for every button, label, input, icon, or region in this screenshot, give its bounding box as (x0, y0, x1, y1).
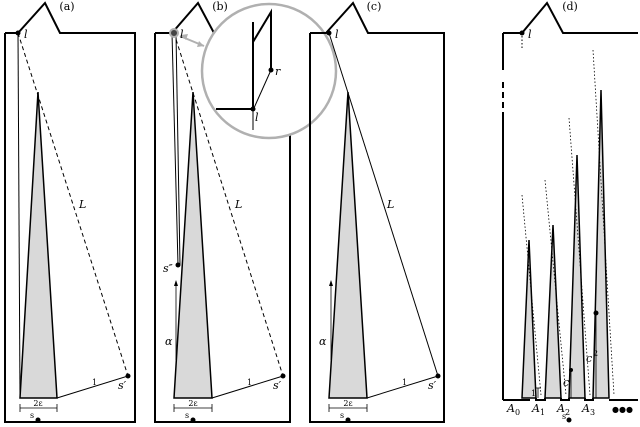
panel-d-A2-label: A (556, 402, 565, 415)
panel-d-A2-sub: 2 (565, 408, 570, 417)
panel-c-spike (328, 91, 368, 399)
panel-a-point-l (15, 30, 21, 36)
panel-a-point-s (35, 417, 41, 423)
panel-b-2eps: 2ε (188, 399, 197, 408)
panel-d-c2-label: c (586, 352, 592, 365)
panel-c-alpha-label: α (319, 335, 327, 348)
panel-c-L-label: L (386, 198, 394, 211)
panel-d-A3-label: A (581, 402, 590, 415)
panel-d-s-label: s (562, 412, 566, 421)
panel-c-L-line (328, 32, 439, 377)
panel-b-alpha-label: α (165, 335, 173, 348)
panel-b-sprime-label: s′ (273, 379, 282, 392)
panel-d-point-s (566, 417, 572, 423)
panel-b: (b) r l (154, 0, 338, 423)
panel-d: (d) l 1 c c (502, 0, 638, 423)
panel-c-one-label: 1 (402, 378, 407, 387)
panel-b-one-label: 1 (247, 378, 252, 387)
panel-d-c2-sup: 2 (593, 349, 598, 358)
panel-d-ellipsis: ●●● (612, 405, 633, 414)
panel-a-point-sprime (125, 373, 131, 379)
panel-b-title: (b) (212, 0, 228, 13)
panel-d-one-label: 1 (531, 389, 536, 398)
panel-d-point-l (519, 30, 525, 36)
panel-b-L-label: L (234, 198, 242, 211)
panel-b-sdprime-label: s″ (163, 262, 174, 275)
panel-d-l-label: l (528, 28, 532, 41)
panel-c: (c) 2ε s l L α 1 s′ (309, 0, 445, 423)
panel-b-point-s (190, 417, 196, 423)
panel-d-spike-A2 (568, 154, 586, 399)
panel-d-A0-label: A (506, 402, 515, 415)
panel-a-l-label: l (24, 28, 28, 41)
panel-c-point-l (326, 30, 332, 36)
panel-a: (a) 2ε s l L 1 s′ (4, 0, 136, 423)
panel-c-point-s (345, 417, 351, 423)
panel-b-zoom-l: l (255, 111, 259, 124)
panel-d-spike-A0 (521, 239, 537, 399)
panel-b-L-line (173, 32, 284, 377)
panel-d-spike-A3 (592, 89, 610, 399)
panel-a-s-label: s (30, 411, 34, 420)
panel-a-one-label: 1 (92, 378, 97, 387)
panel-b-zoom-source (169, 28, 179, 38)
panel-b-s-label: s (185, 411, 189, 420)
panel-b-zoom-inset: r l (200, 2, 338, 140)
panel-c-point-sprime (435, 373, 441, 379)
panel-c-l-label: l (335, 28, 339, 41)
panel-c-s-label: s (340, 411, 344, 420)
panel-a-L-label: L (78, 198, 86, 211)
panel-a-sprime-label: s′ (118, 379, 127, 392)
panel-b-zoom-r: r (275, 65, 281, 78)
panel-a-boundary (4, 1, 136, 423)
panel-c-sprime-label: s′ (428, 379, 437, 392)
panel-d-spike-A1 (544, 224, 562, 399)
panel-c-boundary (309, 1, 445, 423)
panel-d-c-label: c (563, 376, 569, 389)
panel-d-A0-sub: 0 (515, 408, 520, 417)
panel-d-title: (d) (562, 0, 578, 13)
panel-c-title: (c) (367, 0, 382, 13)
panel-b-point-sprime (280, 373, 286, 379)
panel-d-A1-label: A (531, 402, 540, 415)
panel-a-2eps: 2ε (33, 399, 42, 408)
panel-b-point-sdprime (175, 262, 181, 268)
panel-b-spike (173, 91, 213, 399)
panel-a-title: (a) (59, 0, 74, 13)
panel-d-A3-sub: 3 (590, 408, 595, 417)
panel-d-A1-sub: 1 (540, 408, 545, 417)
panel-b-l-label: l (180, 28, 184, 41)
panel-a-spike (19, 91, 58, 399)
panel-c-2eps: 2ε (343, 399, 352, 408)
